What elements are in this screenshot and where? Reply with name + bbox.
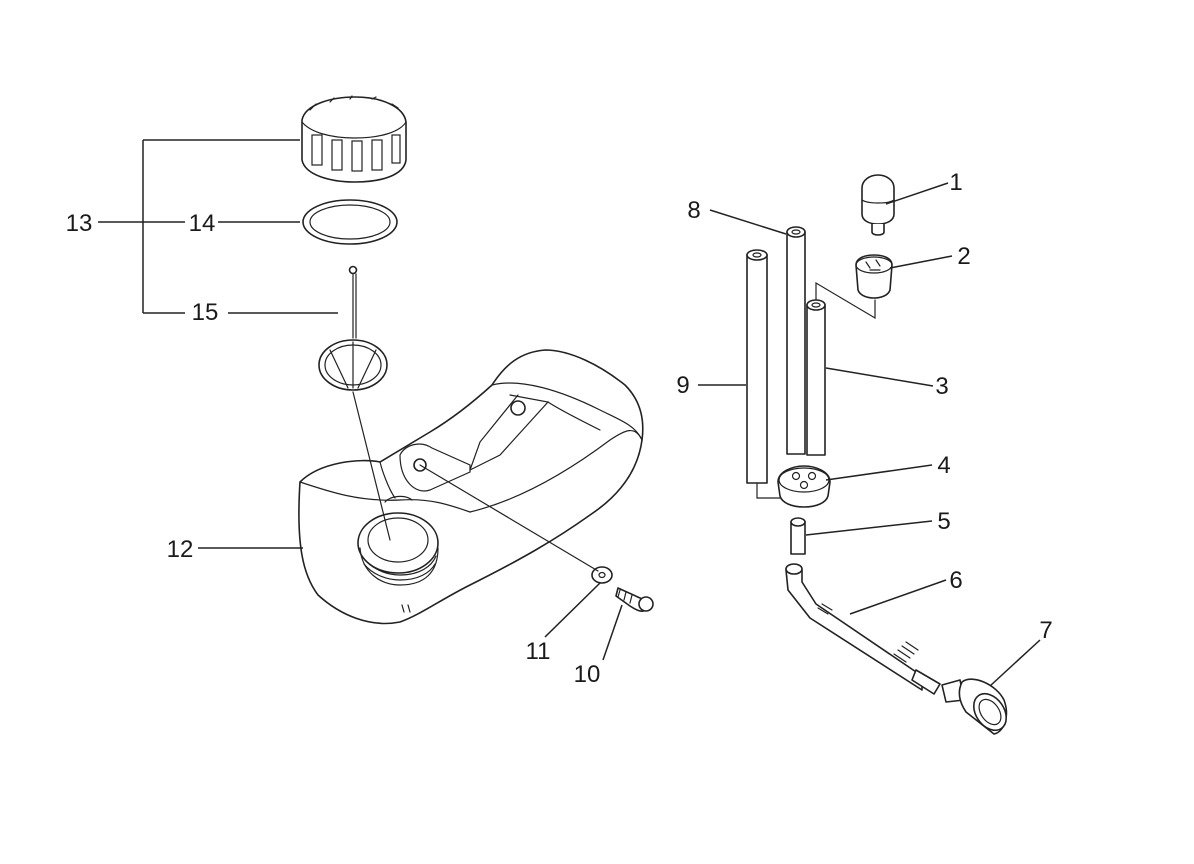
callout-1: 1 (949, 169, 962, 196)
fuel-filter (941, 678, 1008, 735)
callout-9: 9 (676, 372, 689, 399)
callout-10: 10 (574, 661, 601, 688)
callout-15: 15 (192, 299, 219, 326)
callout-2: 2 (957, 243, 970, 270)
bolt-axis-line (419, 464, 599, 572)
cap-gasket (302, 199, 398, 245)
callout-5: 5 (937, 508, 950, 535)
fuel-line-3 (806, 299, 826, 456)
bolt (615, 587, 654, 613)
callout-11: 11 (526, 638, 551, 665)
primer-bulb (861, 174, 895, 236)
fuel-cap (301, 95, 407, 183)
callout-13: 13 (66, 210, 93, 237)
fuel-tank (298, 349, 644, 625)
callout-7: 7 (1039, 617, 1052, 644)
callout-4: 4 (937, 452, 950, 479)
leader-lines (98, 139, 1041, 687)
callout-labels: 1 2 3 4 5 6 7 8 9 10 11 12 13 14 15 (66, 169, 1053, 688)
fitting-tube (790, 517, 806, 555)
fuel-line-9 (746, 249, 768, 484)
primer-retainer (855, 254, 893, 299)
strainer (318, 265, 391, 541)
callout-8: 8 (687, 197, 700, 224)
fuel-line-8 (786, 226, 806, 455)
callout-3: 3 (935, 373, 948, 400)
grommet-leader (756, 482, 781, 499)
suction-hose (785, 563, 941, 695)
retainer-leader (815, 281, 876, 320)
grommet (777, 465, 831, 508)
callout-12: 12 (167, 536, 194, 563)
callout-14: 14 (189, 210, 216, 237)
callout-6: 6 (949, 567, 962, 594)
